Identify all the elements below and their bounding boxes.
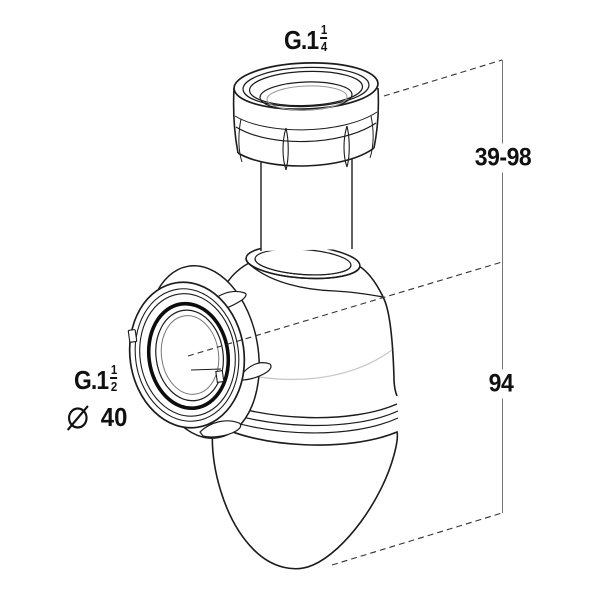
top-nut-rib-right-center xyxy=(343,125,350,168)
trap-body-shoulder-line xyxy=(247,262,384,298)
dimension-lines xyxy=(187,59,503,566)
dimension-top-label: 39-98 xyxy=(471,143,535,173)
trap-cup xyxy=(211,421,399,570)
top-nut-rib-right-edge xyxy=(369,115,374,159)
trap-body-right-edge xyxy=(358,265,398,397)
top-nut-left-edge xyxy=(232,87,239,154)
side-nut-bore-ring-1 xyxy=(155,309,224,402)
dimension-bottom-label: 94 xyxy=(484,369,518,399)
side-thread-prefix: G.1 xyxy=(74,365,109,395)
side-nut-face-ring-2 xyxy=(134,288,240,422)
side-thread-fraction-denominator: 2 xyxy=(110,379,117,394)
collar-front-inner-arc xyxy=(254,258,352,276)
leader-line-middle xyxy=(187,261,503,357)
side-thread-fraction-numerator: 1 xyxy=(110,362,117,379)
side-nut-rib-right xyxy=(239,362,272,381)
top-nut-rim-ring-2 xyxy=(242,66,370,108)
side-nut-seam-line xyxy=(190,368,222,371)
inlet-tube-fill xyxy=(261,146,352,251)
cup-outline xyxy=(211,421,399,570)
side-nut-bore-ring-2 xyxy=(160,315,220,395)
side-nut-face-ring-3 xyxy=(139,293,236,417)
side-nut-rim-notch xyxy=(127,329,138,343)
inlet-tube xyxy=(245,146,361,280)
collar-front-arc xyxy=(245,257,361,280)
top-nut-thread-ring-2 xyxy=(266,85,348,111)
side-nut-seam-clip xyxy=(215,370,225,384)
top-nut-rim-ring-3 xyxy=(248,70,364,107)
top-nut-rib-left-center xyxy=(282,127,289,171)
side-nut-seal-ring xyxy=(146,301,231,411)
top-nut-band-line-1 xyxy=(234,111,378,131)
top-thread-fraction-numerator: 1 xyxy=(320,22,327,39)
diameter-icon xyxy=(66,405,89,431)
diameter-label: 40 xyxy=(64,402,127,432)
leader-line-top xyxy=(383,59,503,97)
top-coupling-nut xyxy=(232,62,380,171)
top-nut-band-line-2 xyxy=(235,122,377,143)
top-thread-prefix: G.1 xyxy=(284,25,319,55)
top-nut-rib-left-edge xyxy=(238,118,243,163)
side-nut-rib-bottom xyxy=(199,420,242,438)
trap-body-highlight-line xyxy=(252,349,393,381)
top-nut-right-edge xyxy=(373,87,380,149)
top-nut-bottom-edge xyxy=(237,147,375,167)
top-thread-fraction-denominator: 4 xyxy=(320,39,327,54)
diameter-value: 40 xyxy=(100,402,128,432)
